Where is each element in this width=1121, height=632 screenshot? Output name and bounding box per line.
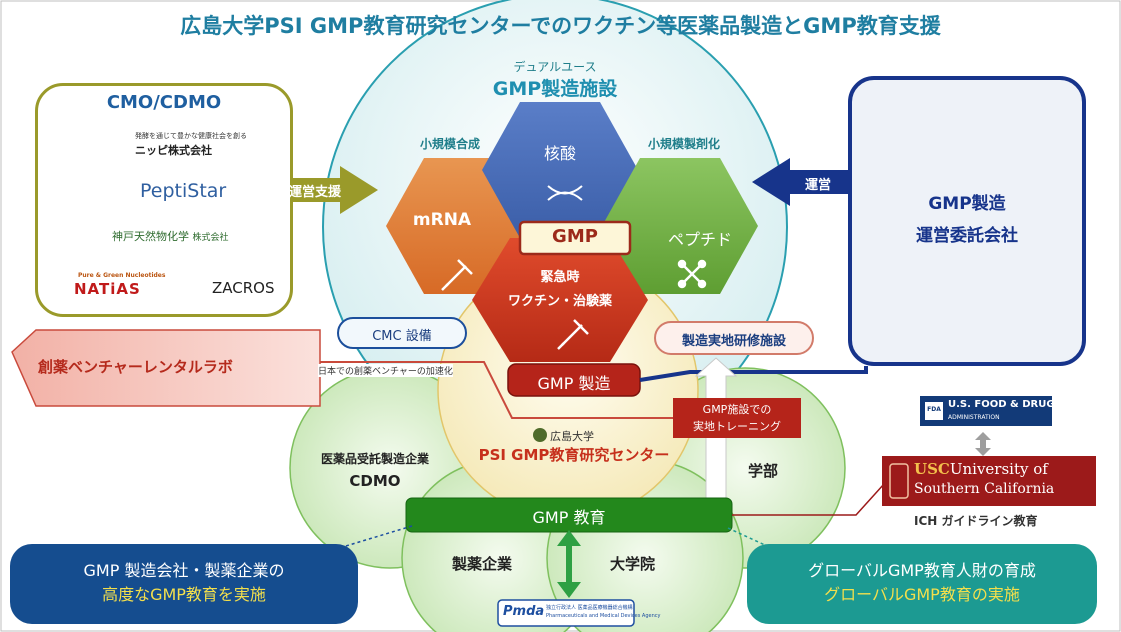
right-card-line2: グローバルGMP教育の実施 — [824, 585, 1020, 604]
page-title: 広島大学PSI GMP教育研究センターでのワクチン等医薬品製造とGMP教育支援 — [180, 14, 941, 38]
gmp-center-label: GMP — [552, 226, 598, 247]
hex-peptide — [602, 158, 758, 294]
syringe-icon — [441, 259, 473, 291]
pmda-logo — [497, 599, 635, 627]
cmo-panel — [35, 83, 293, 317]
usc-abbr: USC — [914, 460, 950, 478]
right-card — [747, 544, 1097, 624]
cmc-label: CMC 設備 — [372, 329, 432, 344]
hex-emergency — [472, 238, 648, 362]
training-facility-label: 製造実地研修施設 — [681, 334, 786, 349]
university-name: 広島大学 — [550, 430, 594, 443]
pmda-logo-text: Pmda — [503, 604, 545, 619]
fda-line1: U.S. FOOD & DRUG — [948, 399, 1055, 410]
operator-line1: GMP製造 — [928, 194, 1006, 214]
left-card-text: GMP 製造会社・製薬企業の 高度なGMP教育を実施 — [10, 559, 358, 607]
cdmo-line1: 医薬品受託製造企業 — [320, 452, 429, 466]
facility-title: GMP製造施設 — [492, 78, 618, 100]
emergency-label: 緊急時 — [540, 270, 580, 285]
operation-connector — [639, 366, 868, 382]
gmp-center-box — [518, 220, 632, 256]
arrow-up-icon — [557, 530, 581, 546]
natias-name: NATiAS — [74, 280, 141, 298]
vaccine-label: ワクチン・治験薬 — [507, 294, 612, 309]
cmc-pill — [337, 317, 467, 349]
training-line1: GMP施設での — [702, 403, 772, 416]
usc-line2: Southern California — [914, 481, 1055, 497]
support-label: 運営支援 — [288, 185, 341, 200]
nippi-tagline: 発酵を通じて豊かな健康社会を創る — [135, 132, 247, 140]
operation-label: 運営 — [804, 178, 831, 193]
training-line2: 実地トレーニング — [693, 420, 781, 433]
training-text: GMP施設での 実地トレーニング — [673, 401, 801, 435]
peptide-label: ペプチド — [667, 230, 732, 249]
fda-badge-box — [925, 402, 943, 420]
cdmo-line2: CDMO — [349, 472, 401, 490]
molecule-icon — [677, 259, 707, 289]
operator-text: GMP製造 運営委託会社 — [848, 188, 1086, 252]
usc-name-line1: USCUniversity of — [914, 460, 1048, 478]
kobe-name: 神戸天然物化学 株式会社 — [112, 228, 229, 244]
support-arrow — [288, 166, 378, 214]
syringe-icon-2 — [557, 319, 589, 350]
usc-connector — [732, 483, 885, 516]
nippi-name: ニッピ株式会社 — [135, 144, 212, 157]
nucleic-label: 核酸 — [543, 144, 576, 163]
kobe-name-text: 神戸天然物化学 — [112, 230, 189, 243]
cmo-title: CMO/CDMO — [106, 92, 222, 113]
graduate-label: 大学院 — [610, 555, 656, 573]
faculty-label: 学部 — [748, 462, 779, 480]
fda-usc-link-icon — [975, 432, 991, 456]
kobe-name-suffix: 株式会社 — [192, 233, 229, 243]
small-formulation-label: 小規模製剤化 — [648, 137, 721, 151]
hiroshima-emblem-icon — [533, 428, 547, 442]
ich-label: ICH ガイドライン教育 — [914, 514, 1038, 528]
operator-panel — [848, 76, 1086, 366]
training-facility-pill — [654, 321, 814, 355]
fda-line2: ADMINISTRATION — [948, 414, 1000, 421]
gmp-manufacturing-label: GMP 製造 — [537, 374, 611, 393]
pmda-line1: 独立行政法人 医薬品医療機器総合機構 — [546, 605, 633, 611]
pmda-line2: Pharmaceuticals and Medical Devices Agen… — [546, 613, 661, 619]
right-card-text: グローバルGMP教育人財の育成 グローバルGMP教育の実施 — [747, 559, 1097, 607]
natias-tagline: Pure & Green Nucleotides — [78, 272, 166, 279]
right-card-line1: グローバルGMP教育人財の育成 — [808, 561, 1036, 580]
hex-nucleic — [482, 102, 638, 238]
mrna-label: mRNA — [412, 210, 472, 230]
usc-line1: University of — [949, 460, 1048, 478]
usc-seal-icon — [889, 463, 909, 499]
dual-use-label: デュアルユース — [513, 60, 597, 74]
training-box — [673, 398, 801, 438]
left-card — [10, 544, 358, 624]
education-label: GMP 教育 — [532, 508, 606, 527]
fda-badge: FDA — [927, 406, 941, 413]
pharma-label: 製薬企業 — [452, 555, 513, 573]
left-card-line1: GMP 製造会社・製薬企業の — [83, 561, 285, 580]
operator-line2: 運営委託会社 — [916, 226, 1018, 246]
venture-label: 創薬ベンチャーレンタルラボ — [38, 358, 233, 376]
usc-logo — [882, 456, 1096, 506]
peptistar-name: PeptiStar — [140, 180, 227, 202]
venture-note: 日本での創薬ベンチャーの加速化 — [318, 364, 453, 377]
zacros-name: ZACROS — [212, 279, 275, 297]
arrow-down-icon — [557, 582, 581, 598]
small-synthesis-label: 小規模合成 — [420, 137, 481, 151]
venture-connector — [320, 361, 700, 419]
operation-arrow — [752, 158, 848, 206]
center-name: PSI GMP教育研究センター — [478, 446, 670, 464]
left-card-line2: 高度なGMP教育を実施 — [102, 585, 266, 604]
dna-icon — [547, 185, 583, 201]
